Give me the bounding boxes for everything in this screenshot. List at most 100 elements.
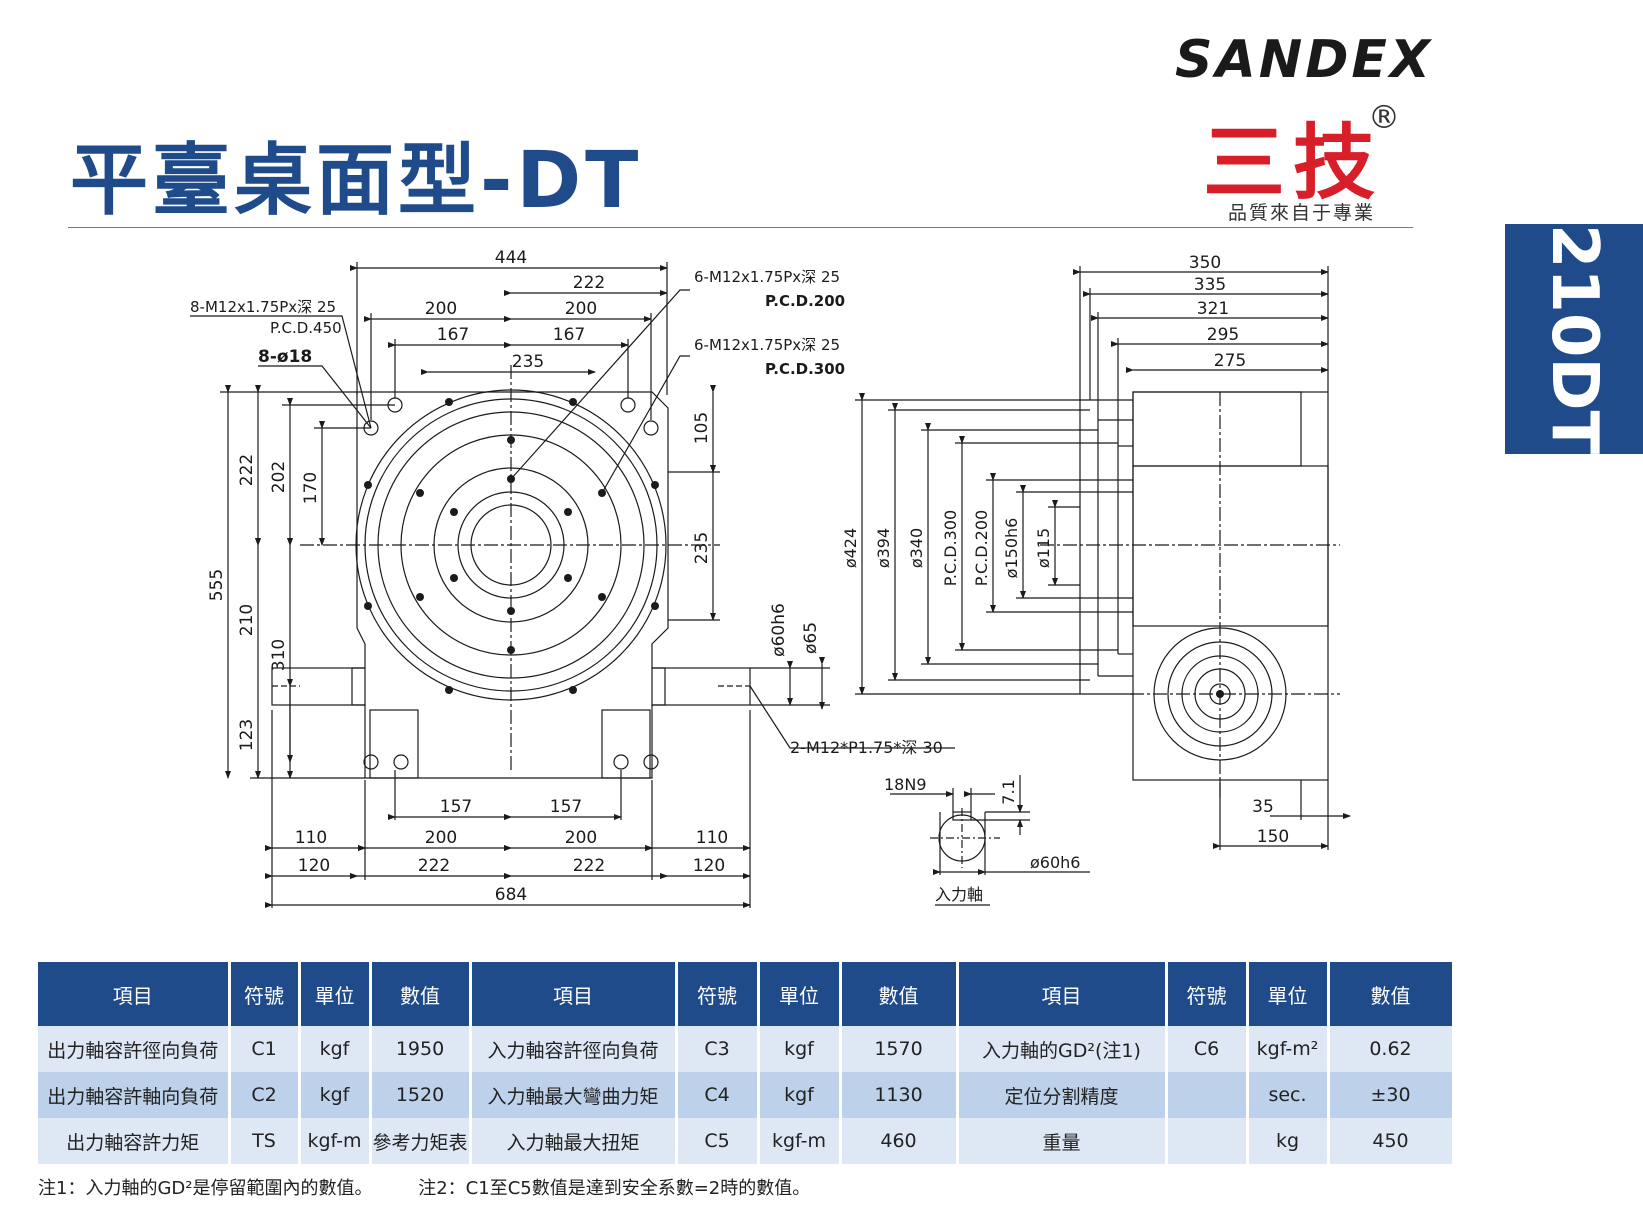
dim-110-left: 110 <box>295 828 327 848</box>
table-cell: kgf <box>299 1072 372 1118</box>
dim-167-left: 167 <box>437 325 469 345</box>
table-cell: 1130 <box>840 1072 959 1118</box>
dim-dia-150h6: ø150h6 <box>1002 518 1021 579</box>
dim-321: 321 <box>1197 299 1229 319</box>
page-title: 平臺桌面型-DT <box>70 136 643 226</box>
table-cell: 1950 <box>370 1026 472 1072</box>
dim-pcd-300: P.C.D.300 <box>941 510 960 586</box>
table-cell: 出力軸容許徑向負荷 <box>38 1026 231 1072</box>
dim-shaft-65: ø65 <box>801 622 821 654</box>
table-cell: kgf <box>758 1026 842 1072</box>
dim-210: 210 <box>237 604 257 636</box>
table-cell: C4 <box>676 1072 760 1118</box>
footnotes: 注1：入力軸的GD²是停留範圍內的數值。 注2：C1至C5數值是達到安全系數=2… <box>38 1174 810 1200</box>
col-header: 符號 <box>1166 962 1249 1026</box>
spec-table: 項目 符號 單位 數值 項目 符號 單位 數值 項目 符號 單位 數值 出力軸容… <box>38 962 1455 1164</box>
table-cell: C1 <box>229 1026 301 1072</box>
dim-235-right: 235 <box>692 532 712 564</box>
dim-275: 275 <box>1214 351 1246 371</box>
dim-222-left: 222 <box>237 454 257 486</box>
table-cell: C5 <box>676 1118 760 1164</box>
shaft-key-depth: 7.1 <box>999 779 1018 804</box>
col-header: 單位 <box>1247 962 1330 1026</box>
dim-105: 105 <box>692 412 712 444</box>
table-cell: TS <box>229 1118 301 1164</box>
dim-350: 350 <box>1189 253 1221 273</box>
dim-dia-394: ø394 <box>874 528 893 568</box>
table-cell: 入力軸最大扭矩 <box>470 1118 678 1164</box>
table-cell: 重量 <box>957 1118 1168 1164</box>
dim-310: 310 <box>269 639 289 671</box>
dim-200-bottom-right: 200 <box>565 828 597 848</box>
dim-120-left: 120 <box>298 856 330 876</box>
dim-684: 684 <box>495 885 527 905</box>
dim-110-right: 110 <box>696 828 728 848</box>
brand-logo-cn: 三技 <box>1203 115 1384 211</box>
table-cell: sec. <box>1247 1072 1330 1118</box>
dim-123: 123 <box>237 719 257 751</box>
table-cell <box>1166 1118 1249 1164</box>
footnote-2: 注2：C1至C5數值是達到安全系數=2時的數值。 <box>418 1178 811 1199</box>
dim-pcd-200: P.C.D.200 <box>972 510 991 586</box>
table-cell: 1570 <box>840 1026 959 1072</box>
table-cell: 入力軸容許徑向負荷 <box>470 1026 678 1072</box>
callout-6-holes-a-thread: 6-M12x1.75Px深 25 <box>694 268 840 286</box>
table-cell: 出力軸容許軸向負荷 <box>38 1072 231 1118</box>
table-cell: 入力軸的GD²(注1) <box>957 1026 1168 1072</box>
dim-dia-340: ø340 <box>907 528 926 568</box>
table-cell: 出力軸容許力矩 <box>38 1118 231 1164</box>
dim-dia-115: ø115 <box>1034 528 1053 568</box>
col-header: 項目 <box>470 962 678 1026</box>
table-cell: 0.62 <box>1328 1026 1455 1072</box>
table-cell: 460 <box>840 1118 959 1164</box>
table-cell: ±30 <box>1328 1072 1455 1118</box>
table-cell: 450 <box>1328 1118 1455 1164</box>
callout-8-holes-pcd: P.C.D.450 <box>270 319 342 337</box>
table-header-row: 項目 符號 單位 數值 項目 符號 單位 數值 項目 符號 單位 數值 <box>38 962 1455 1026</box>
col-header: 數值 <box>1328 962 1455 1026</box>
dim-444: 444 <box>495 248 527 268</box>
table-cell: 定位分割精度 <box>957 1072 1168 1118</box>
dim-157-right: 157 <box>550 797 582 817</box>
registered-mark: ® <box>1368 98 1400 136</box>
table-cell: kgf-m <box>299 1118 372 1164</box>
callout-8-holes-dia: 8-ø18 <box>258 347 312 367</box>
front-view <box>271 365 751 779</box>
brand-logo-en: SANDEX <box>1175 30 1433 90</box>
callout-2-holes: 2-M12*P1.75*深 30 <box>790 738 943 757</box>
table-row: 出力軸容許力矩 TS kgf-m 參考力矩表 入力軸最大扭矩 C5 kgf-m … <box>38 1118 1455 1164</box>
table-cell: C6 <box>1166 1026 1249 1072</box>
dim-335: 335 <box>1194 275 1226 295</box>
table-cell: C2 <box>229 1072 301 1118</box>
dim-200-bottom-left: 200 <box>425 828 457 848</box>
table-cell: kgf <box>758 1072 842 1118</box>
col-header: 單位 <box>758 962 842 1026</box>
col-header: 項目 <box>38 962 231 1026</box>
table-row: 出力軸容許軸向負荷 C2 kgf 1520 入力軸最大彎曲力矩 C4 kgf 1… <box>38 1072 1455 1118</box>
dim-167-right: 167 <box>553 325 585 345</box>
dim-555: 555 <box>207 569 227 601</box>
table-cell <box>1166 1072 1249 1118</box>
title-divider <box>68 227 1413 228</box>
dim-222-bottom-left: 222 <box>418 856 450 876</box>
col-header: 項目 <box>957 962 1168 1026</box>
col-header: 符號 <box>676 962 760 1026</box>
technical-drawing: 444 222 200 200 167 167 235 157 157 110 … <box>190 248 1351 908</box>
callout-6-holes-a-pcd: P.C.D.200 <box>765 292 845 310</box>
table-row: 出力軸容許徑向負荷 C1 kgf 1950 入力軸容許徑向負荷 C3 kgf 1… <box>38 1026 1455 1072</box>
col-header: 數值 <box>370 962 472 1026</box>
dim-200-right: 200 <box>565 299 597 319</box>
dim-157-left: 157 <box>440 797 472 817</box>
table-cell: 1520 <box>370 1072 472 1118</box>
input-shaft-label: 入力軸 <box>935 885 983 904</box>
col-header: 單位 <box>299 962 372 1026</box>
dim-235-top: 235 <box>512 352 544 372</box>
dim-35: 35 <box>1252 797 1274 817</box>
dim-dia-424: ø424 <box>841 528 860 568</box>
table-cell: 入力軸最大彎曲力矩 <box>470 1072 678 1118</box>
table-cell: kgf <box>299 1026 372 1072</box>
dim-222-top: 222 <box>573 273 605 293</box>
table-cell: kg <box>1247 1118 1330 1164</box>
shaft-key-width: 18N9 <box>884 775 927 794</box>
col-header: 數值 <box>840 962 959 1026</box>
